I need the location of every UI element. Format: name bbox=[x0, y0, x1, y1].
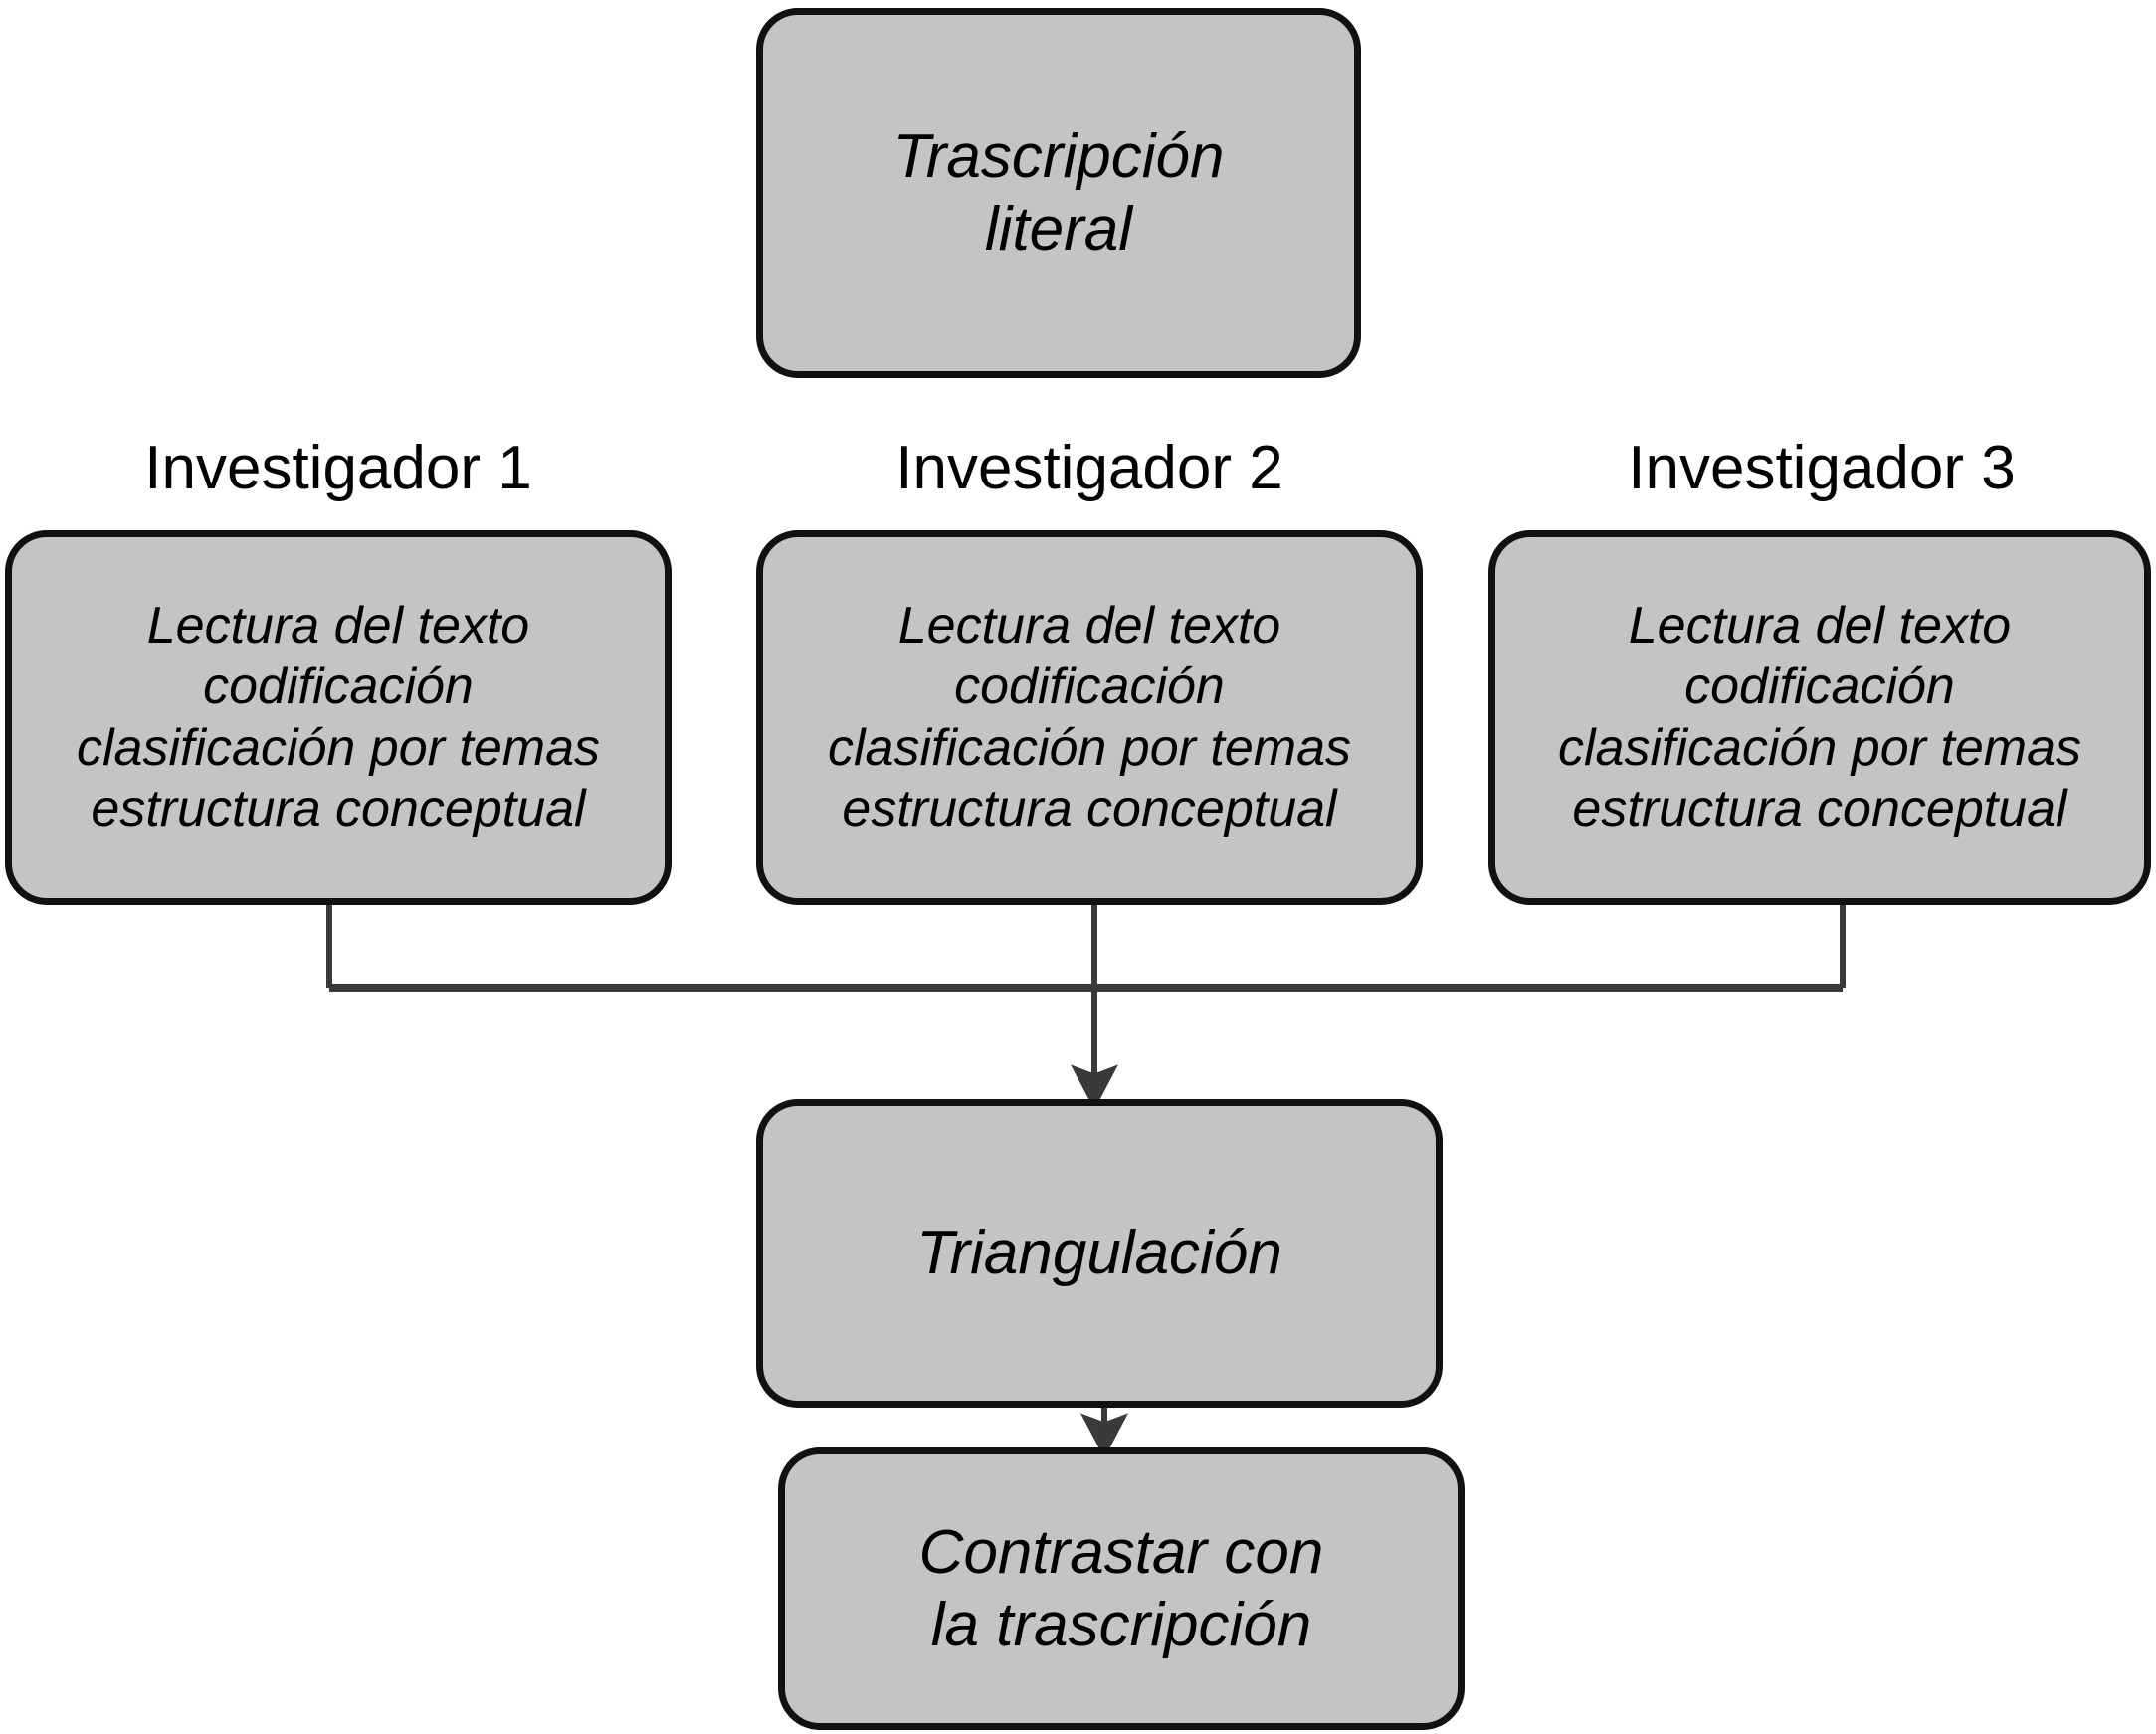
node-investigador-2-steps: Lectura del texto codificación clasifica… bbox=[756, 530, 1423, 905]
header-investigador-2: Investigador 2 bbox=[895, 434, 1283, 502]
node-investigador-3-steps: Lectura del texto codificación clasifica… bbox=[1488, 530, 2151, 905]
node-trascripcion-literal: Trascripción literal bbox=[756, 8, 1361, 378]
header-investigador-3: Investigador 3 bbox=[1628, 434, 2016, 502]
node-investigador-1-steps: Lectura del texto codificación clasifica… bbox=[5, 530, 672, 905]
node-contrastar-con-la-trascripcion: Contrastar con la trascripción bbox=[778, 1447, 1465, 1730]
node-triangulacion: Triangulación bbox=[756, 1099, 1443, 1408]
header-investigador-1: Investigador 1 bbox=[144, 434, 532, 502]
